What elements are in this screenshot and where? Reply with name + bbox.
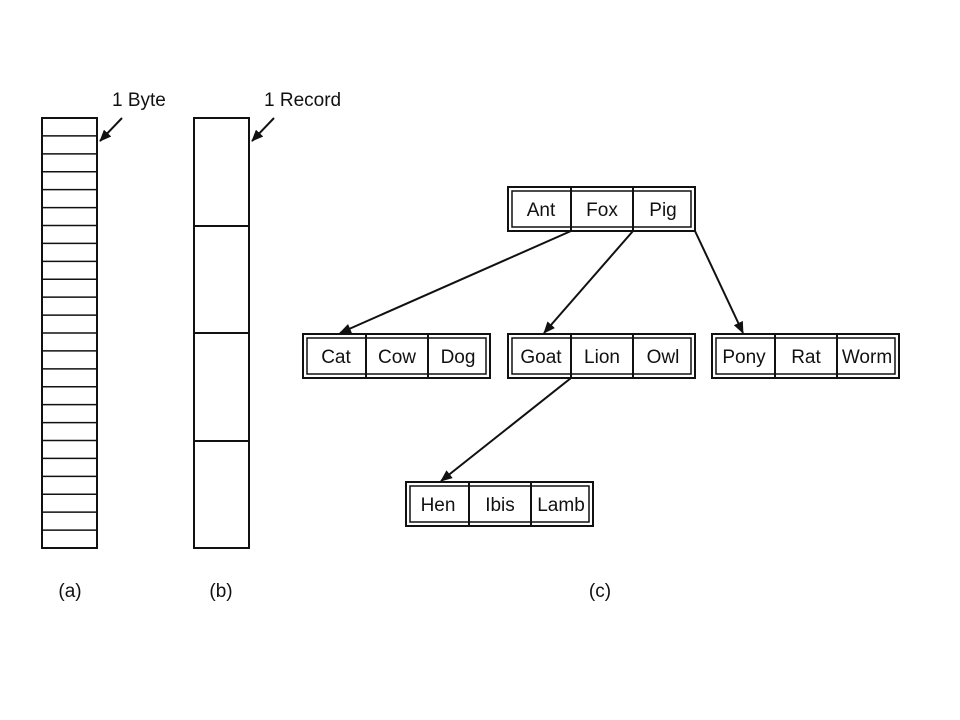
node-frame [507,186,696,232]
node-frame [507,333,696,379]
key-fox: Fox [586,200,618,221]
key-dog: Dog [441,347,476,368]
node-frame [405,481,594,527]
byte-pointer-arrow [99,117,123,142]
tree-node-middle: Goat Lion Owl [507,333,696,379]
key-ibis: Ibis [485,495,515,516]
record-pointer-label: 1 Record [264,90,341,111]
key-worm: Worm [842,347,892,368]
tree-node-root: Ant Fox Pig [507,186,696,232]
byte-pointer-label: 1 Byte [112,90,166,111]
tree-edge-arrow [440,377,572,482]
node-frame [302,333,491,379]
tree-edge-arrow [339,230,572,334]
node-inner-frame [306,337,487,375]
key-lion: Lion [584,347,620,368]
node-inner-frame [511,190,692,228]
caption-c: (c) [589,581,611,602]
key-pony: Pony [722,347,766,368]
key-cow: Cow [378,347,416,368]
record-pointer-arrow [251,117,275,142]
tree-edge-arrow [543,230,634,334]
tree-diagram: Ant Fox Pig Cat Cow Dog Goat Lion Owl [302,186,900,602]
node-frame [711,333,900,379]
key-pig: Pig [649,200,676,221]
node-inner-frame [715,337,896,375]
node-inner-frame [409,485,590,523]
key-cat: Cat [321,347,351,368]
tree-edge-arrow [694,230,744,334]
key-hen: Hen [421,495,456,516]
caption-b: (b) [209,581,232,602]
key-rat: Rat [791,347,821,368]
tree-node-right: Pony Rat Worm [711,333,900,379]
key-lamb: Lamb [537,495,585,516]
key-goat: Goat [520,347,562,368]
tree-node-leaf: Hen Ibis Lamb [405,481,594,527]
byte-sequence-diagram: 1 Byte (a) [41,90,166,602]
node-inner-frame [511,337,692,375]
record-sequence-diagram: 1 Record (b) [193,90,341,602]
byte-divider-lines [42,135,97,531]
key-owl: Owl [647,347,680,368]
key-ant: Ant [527,200,556,221]
caption-a: (a) [58,581,81,602]
tree-node-left: Cat Cow Dog [302,333,491,379]
